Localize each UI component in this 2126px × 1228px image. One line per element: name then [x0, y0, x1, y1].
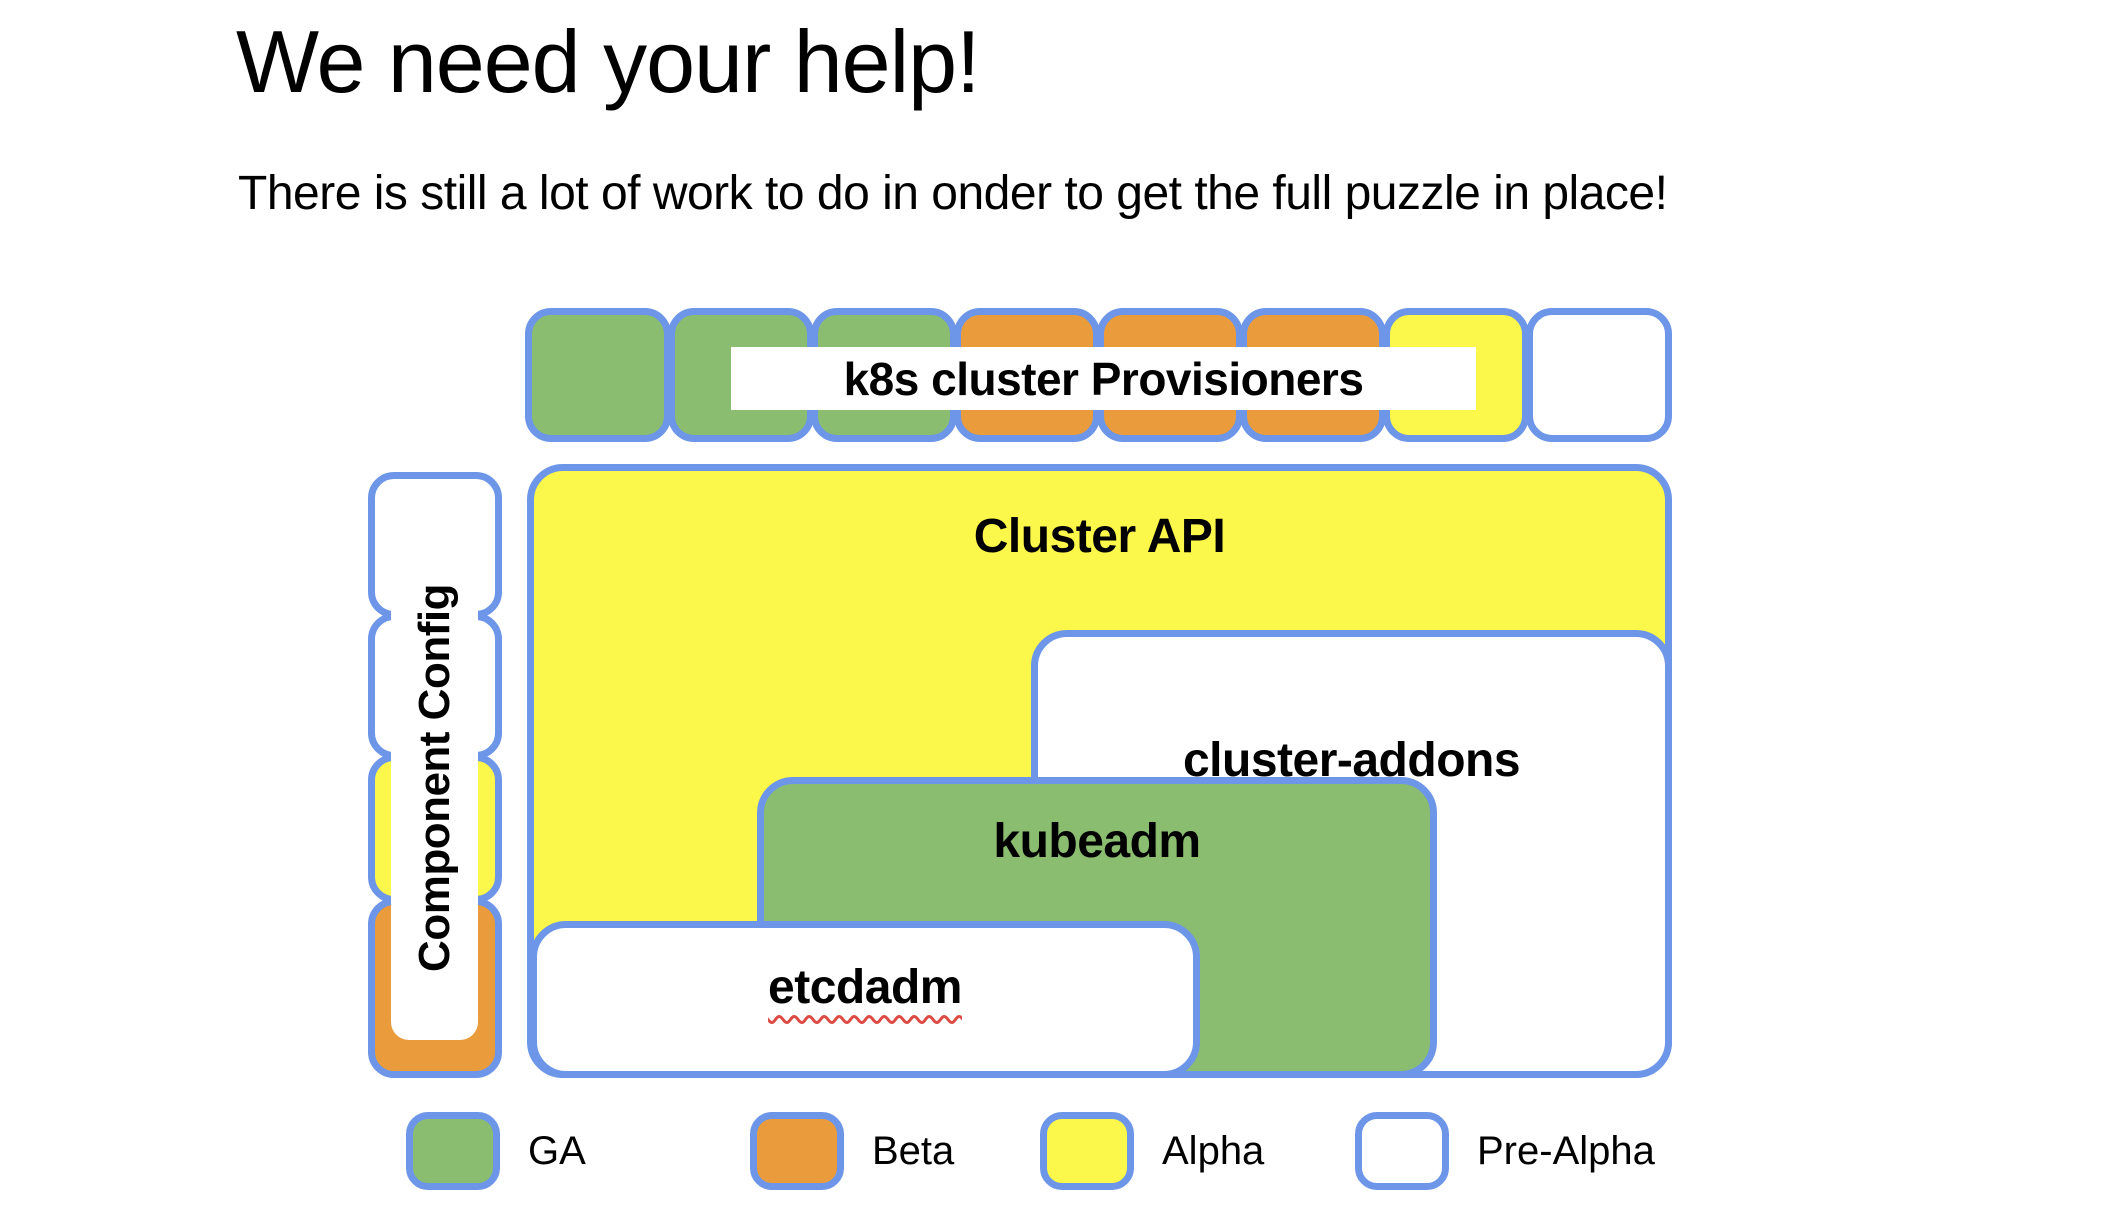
legend-item-alpha: Alpha — [1040, 1112, 1264, 1190]
legend-label-alpha: Alpha — [1162, 1129, 1265, 1173]
kubeadm-label: kubeadm — [993, 815, 1201, 868]
legend-label-ga: GA — [528, 1129, 586, 1173]
legend-swatch-beta — [750, 1112, 844, 1190]
legend-label-beta: Beta — [872, 1129, 955, 1173]
cluster-api-label: Cluster API — [973, 510, 1226, 563]
provisioner-square — [1526, 308, 1672, 442]
legend-swatch-alpha — [1040, 1112, 1134, 1190]
page-subtitle: There is still a lot of work to do in on… — [238, 167, 1668, 220]
etcdadm-piece: etcdadm — [530, 921, 1200, 1078]
etcdadm-label: etcdadm — [768, 961, 962, 1014]
legend-item-beta: Beta — [750, 1112, 954, 1190]
component-config-label: Component Config — [409, 584, 459, 972]
provisioners-label: k8s cluster Provisioners — [731, 347, 1476, 410]
legend-label-prealpha: Pre-Alpha — [1477, 1129, 1655, 1173]
legend-item-prealpha: Pre-Alpha — [1355, 1112, 1655, 1190]
legend-item-ga: GA — [406, 1112, 586, 1190]
page-title: We need your help! — [236, 12, 981, 111]
legend-swatch-ga — [406, 1112, 500, 1190]
legend-swatch-prealpha — [1355, 1112, 1449, 1190]
component-config-label-box: Component Config — [391, 516, 478, 1040]
provisioner-square — [525, 308, 671, 442]
